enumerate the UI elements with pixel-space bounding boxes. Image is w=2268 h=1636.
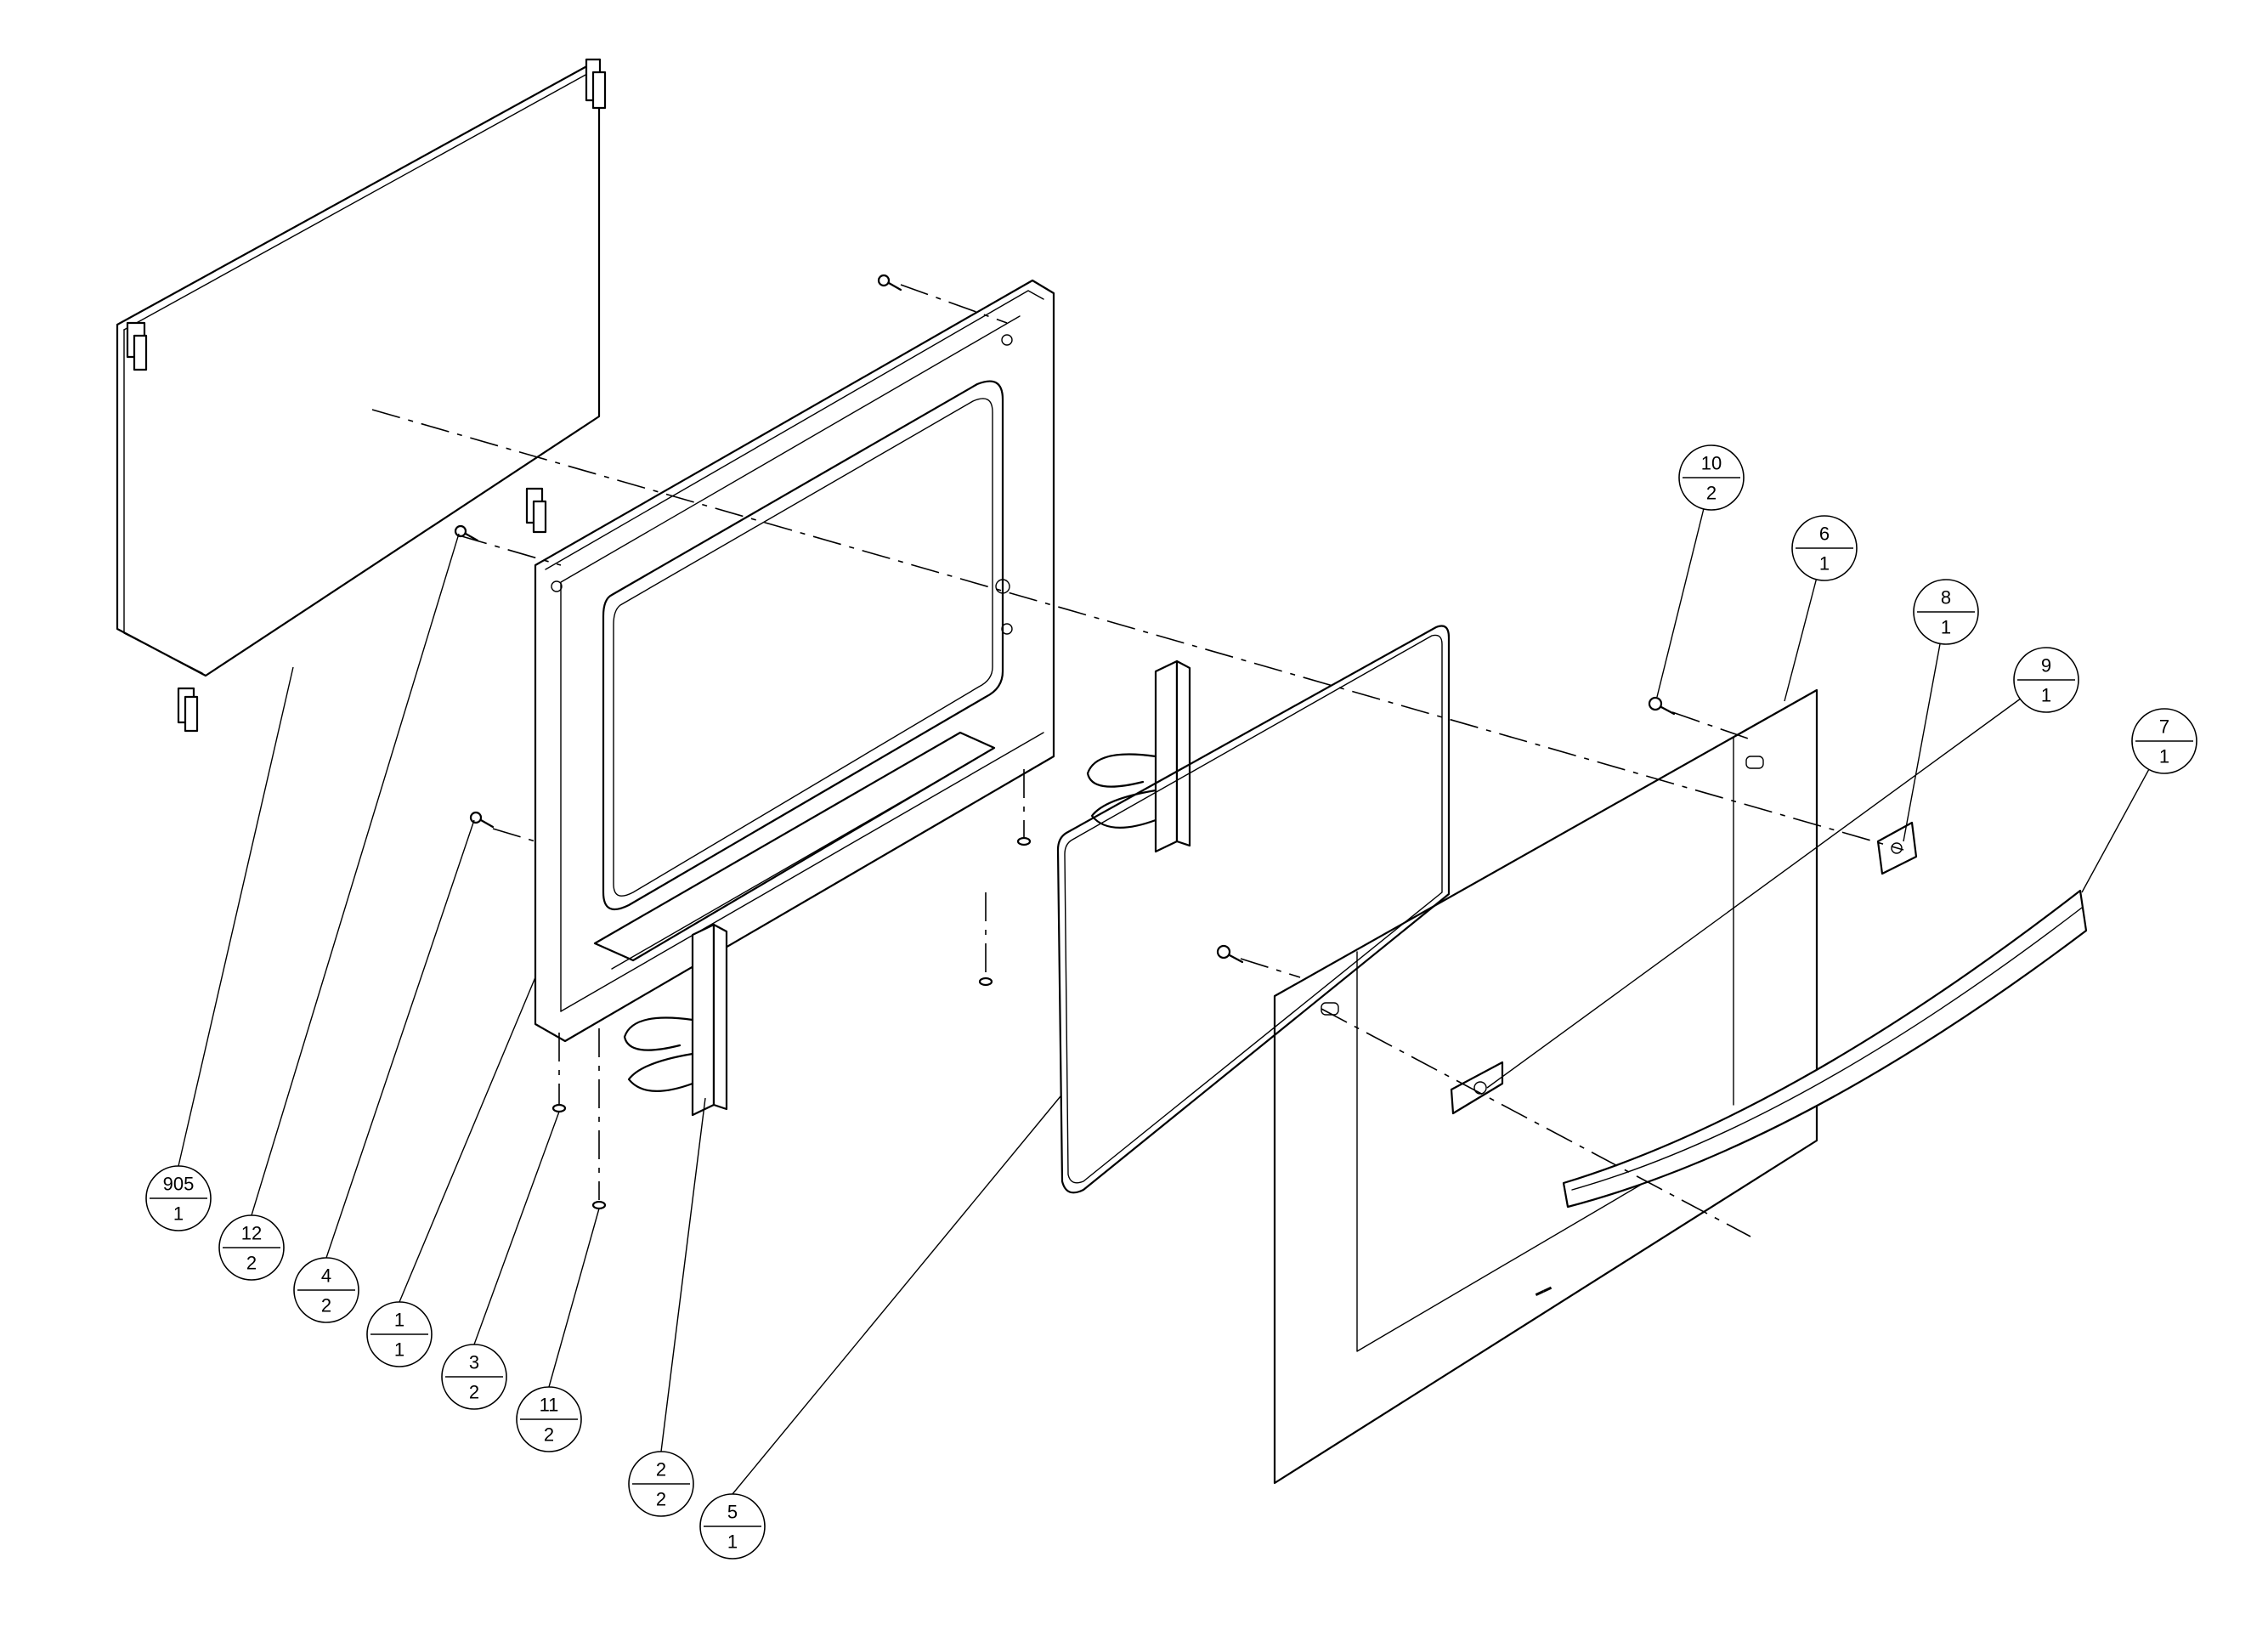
balloon-quantity: 1 — [2041, 685, 2051, 706]
balloon-item-number: 10 — [1701, 453, 1722, 474]
balloon-item-11: 112 — [516, 1386, 582, 1452]
balloon-quantity: 2 — [246, 1253, 257, 1274]
balloon-item-number: 11 — [540, 1395, 559, 1416]
balloon-item-1: 11 — [366, 1301, 433, 1367]
screw-12 — [454, 524, 479, 542]
balloon-item-number: 9 — [2041, 655, 2051, 676]
balloon-quantity: 2 — [656, 1489, 666, 1510]
balloon-quantity: 1 — [394, 1339, 404, 1361]
balloon-quantity: 2 — [469, 1382, 479, 1403]
part-9-bracket — [1450, 1061, 1504, 1115]
part-6-outer-glass: ▬▬ — [1273, 688, 1818, 1485]
balloon-item-number: 3 — [469, 1352, 479, 1373]
part-5-middle-glass — [1056, 625, 1451, 1194]
balloon-item-number: 905 — [163, 1174, 195, 1195]
balloon-item-number: 4 — [321, 1265, 331, 1287]
balloon-quantity: 2 — [544, 1424, 554, 1446]
part-2-hinge-left — [623, 923, 728, 1117]
screw-10 — [1648, 696, 1676, 716]
balloon-quantity: 2 — [321, 1295, 331, 1316]
balloon-item-8: 81 — [1913, 579, 1979, 645]
balloon-item-3: 32 — [441, 1344, 507, 1410]
part-7-handle — [1562, 889, 2088, 1209]
screw-top — [877, 274, 902, 292]
balloon-quantity: 2 — [1706, 483, 1717, 504]
balloon-item-number: 7 — [2159, 716, 2169, 738]
balloon-quantity: 1 — [1941, 617, 1951, 638]
balloon-quantity: 1 — [173, 1203, 184, 1225]
balloon-item-number: 1 — [394, 1310, 404, 1331]
balloon-item-number: 5 — [727, 1502, 738, 1523]
washer-a — [1016, 836, 1032, 846]
balloon-item-number: 2 — [656, 1459, 666, 1480]
balloon-item-number: 12 — [241, 1223, 262, 1244]
screw-mid — [1216, 944, 1244, 964]
washer-3 — [551, 1103, 567, 1113]
balloon-item-number: 6 — [1819, 524, 1830, 545]
balloon-item-12: 122 — [218, 1214, 285, 1281]
part-2-hinge-right — [1086, 659, 1191, 853]
balloon-item-10: 102 — [1678, 444, 1745, 511]
brand-logo: ▬▬ — [1534, 1282, 1553, 1298]
balloon-item-2: 22 — [628, 1451, 694, 1517]
balloon-quantity: 1 — [727, 1531, 738, 1553]
balloon-item-5: 51 — [699, 1493, 766, 1560]
balloon-item-6: 61 — [1791, 515, 1858, 581]
washer-11 — [591, 1200, 607, 1210]
balloon-item-7: 71 — [2131, 708, 2197, 774]
screw-items — [454, 274, 1676, 1210]
leader-lines — [178, 477, 2165, 1495]
assembly-axes — [371, 284, 1904, 1237]
balloon-item-9: 91 — [2013, 647, 2079, 713]
balloon-item-4: 42 — [293, 1257, 359, 1323]
screw-4 — [469, 811, 495, 829]
part-1-door-frame — [534, 279, 1055, 1043]
balloon-quantity: 1 — [1819, 553, 1830, 575]
part-905-inner-panel — [116, 58, 607, 733]
washer-b — [978, 977, 993, 987]
balloon-item-number: 8 — [1941, 587, 1951, 609]
balloon-quantity: 1 — [2159, 746, 2169, 767]
